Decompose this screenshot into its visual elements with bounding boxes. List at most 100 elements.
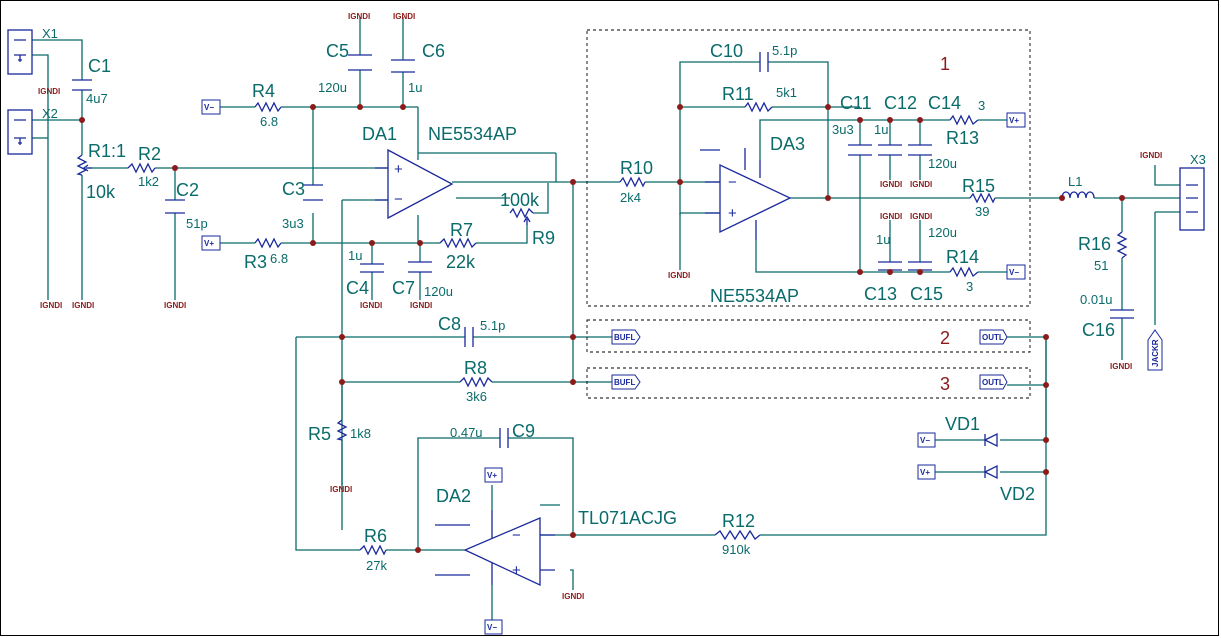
c2-value: 51p [186, 216, 208, 231]
c16-ref: C16 [1082, 320, 1115, 340]
da2-ref: DA2 [436, 486, 471, 506]
ground-label: IGNDI [880, 180, 902, 189]
r9-ref: R9 [532, 228, 555, 248]
r13-value: 3 [978, 98, 985, 113]
da2-part: TL071ACJG [578, 508, 677, 528]
da2-plus-sign: + [512, 562, 521, 579]
r15-value: 39 [975, 204, 989, 219]
ground-label: IGNDI [410, 301, 432, 310]
c5-value: 120u [318, 80, 347, 95]
connector-x2-label: X2 [42, 106, 58, 121]
r8-ref: R8 [464, 358, 487, 378]
ground-label: IGNDI [668, 271, 690, 280]
da1-plus-sign: + [394, 161, 403, 178]
section-2-number: 2 [940, 328, 950, 348]
c16-value: 0.01u [1080, 292, 1113, 307]
ground-label: IGNDI [1140, 151, 1162, 160]
rail-pos-label: V+ [920, 468, 930, 477]
r4-ref: R4 [252, 81, 275, 101]
c10-value: 5.1p [772, 43, 797, 58]
c15-value: 120u [928, 225, 957, 240]
symbols [7, 29, 1205, 587]
r12-ref: R12 [722, 511, 755, 531]
r5-value: 1k8 [350, 426, 371, 441]
junctions [79, 104, 1125, 553]
c8-ref: C8 [438, 314, 461, 334]
c9-ref: C9 [512, 421, 535, 441]
ground-label: IGNDI [1110, 362, 1132, 371]
r9-value: 100k [500, 190, 540, 210]
rail-neg-label: V− [204, 103, 214, 112]
da2-minus-sign: − [512, 527, 521, 544]
rail-pos-label: V+ [1009, 116, 1019, 125]
connector-x3-label: X3 [1190, 152, 1206, 167]
da3-ref: DA3 [770, 134, 805, 154]
c14-value: 120u [928, 156, 957, 171]
rail-neg-label: V− [1009, 268, 1019, 277]
ground-label: IGNDI [164, 301, 186, 310]
da1-ref: DA1 [362, 124, 397, 144]
c11-value: 3u3 [832, 122, 854, 137]
c6-ref: C6 [422, 41, 445, 61]
da1-minus-sign: − [394, 191, 403, 208]
da3-minus-sign: − [728, 174, 737, 191]
r6-value: 27k [366, 558, 387, 573]
rail-pos-label: V+ [204, 239, 214, 248]
r10-ref: R10 [620, 158, 653, 178]
c14-ref: C14 [928, 93, 961, 113]
c11-ref: C11 [840, 93, 872, 113]
ground-label: IGNDI [330, 485, 352, 494]
c1-value: 4u7 [86, 91, 108, 106]
da1-part: NE5534AP [428, 124, 517, 144]
ground-label: IGNDI [40, 301, 62, 310]
ports [201, 99, 1163, 635]
vd2-ref: VD2 [1000, 484, 1035, 504]
rail-neg-label: V− [487, 623, 497, 632]
c13-value: 1u [876, 232, 890, 247]
c12-value: 1u [874, 122, 888, 137]
r11-ref: R11 [722, 84, 754, 104]
c10-ref: C10 [710, 41, 743, 61]
r2-value: 1k2 [138, 174, 159, 189]
r14-value: 3 [966, 279, 973, 294]
r7-value: 22k [446, 252, 476, 272]
c1-ref: C1 [88, 56, 111, 76]
r12-value: 910k [722, 542, 751, 557]
bufl-port-label: BUFL [614, 378, 635, 387]
port-labels: V− V+ V+ V− V− V+ V+ V− BUFL BUFL OUTL O… [204, 103, 1160, 632]
c4-value: 1u [348, 248, 362, 263]
c6-value: 1u [408, 80, 422, 95]
r3-ref: R3 [244, 252, 267, 272]
r7-ref: R7 [450, 220, 473, 240]
labels: X1 X2 X3 C1 4u7 R1:1 10k R2 1k2 C2 51p R… [42, 26, 1206, 579]
r8-value: 3k6 [466, 389, 487, 404]
outl-port-label: OUTL [982, 333, 1004, 342]
c2-ref: C2 [176, 180, 199, 200]
rail-neg-label: V− [920, 436, 930, 445]
r14-ref: R14 [946, 247, 979, 267]
da3-plus-sign: + [728, 205, 737, 222]
r1-value: 10k [86, 182, 116, 202]
c12-ref: C12 [884, 93, 917, 113]
ground-labels: IGNDI IGNDI IGNDI IGNDI IGNDI IGNDI IGND… [38, 12, 1162, 601]
c9-value: 0.47u [450, 425, 483, 440]
r11-value: 5k1 [776, 85, 797, 100]
section-3-number: 3 [940, 374, 950, 394]
r13-ref: R13 [946, 128, 979, 148]
c7-ref: C7 [392, 278, 415, 298]
r16-value: 51 [1094, 258, 1108, 273]
outl-port-label: OUTL [982, 378, 1004, 387]
r3-value: 6.8 [270, 251, 288, 266]
c4-ref: C4 [346, 278, 369, 298]
r1-ref: R1:1 [88, 141, 126, 161]
r5-ref: R5 [308, 424, 331, 444]
c3-ref: C3 [282, 179, 305, 199]
ground-label: IGNDI [910, 180, 932, 189]
jackr-port-label: JACKR [1151, 339, 1160, 367]
c13-ref: C13 [864, 284, 897, 304]
ground-label: IGNDI [360, 301, 382, 310]
wires [32, 17, 1180, 620]
ground-label: IGNDI [72, 301, 94, 310]
bufl-port-label: BUFL [614, 333, 635, 342]
r2-ref: R2 [138, 144, 161, 164]
